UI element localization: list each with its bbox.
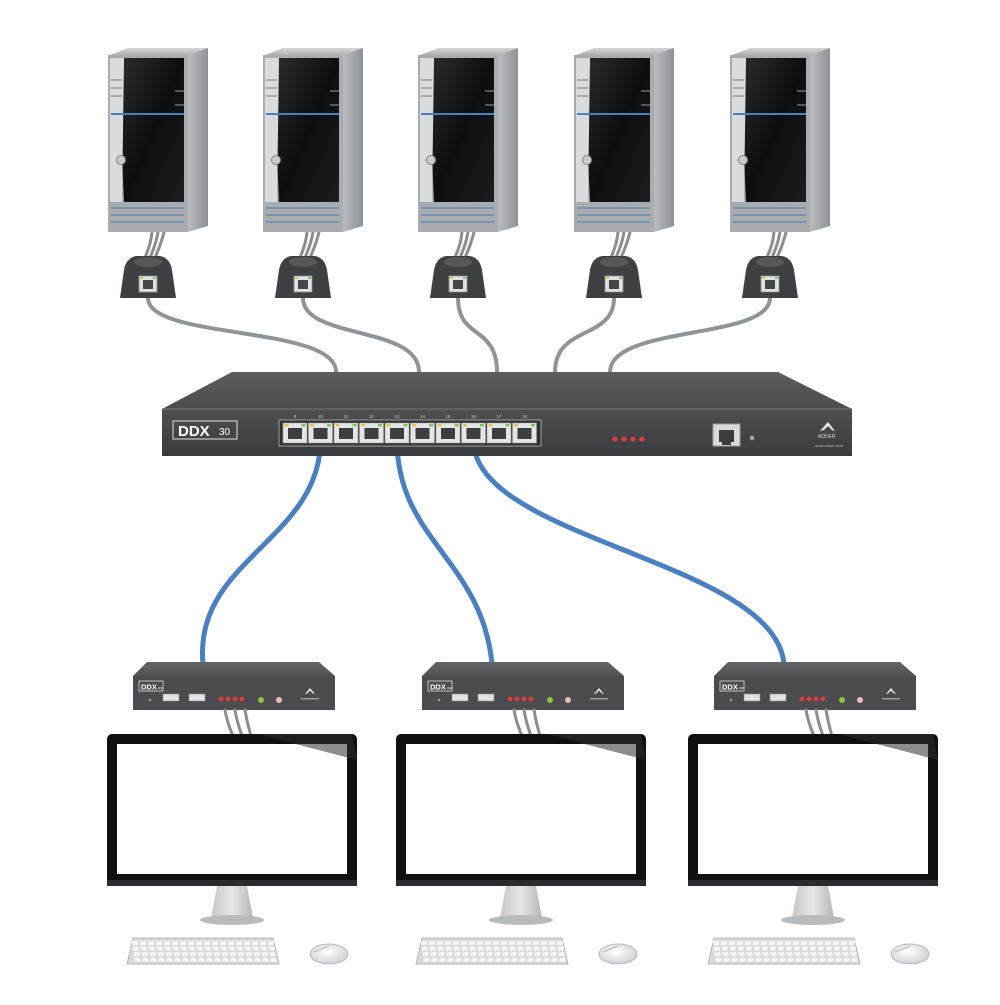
switch-port-label: 11: [344, 414, 349, 419]
switch-port: 13: [384, 414, 410, 444]
switch-port-label: 16: [471, 414, 477, 419]
mouse-icon: [309, 943, 349, 965]
management-port: [712, 423, 741, 447]
desktop-tower-icon: [732, 48, 830, 55]
switch-port: 12: [359, 414, 384, 444]
switch-port-label: 9: [294, 414, 297, 419]
switch-port: 16: [461, 414, 486, 444]
computer-access-module-icon: [586, 256, 642, 298]
switch-port: 14: [410, 414, 435, 444]
matrix-switch: DDX 30 9 10 11 12 13 14 15 16 17 18 ADDER www.add…: [162, 372, 852, 456]
computer-access-modules: [120, 256, 798, 298]
gray-cable: [553, 296, 616, 374]
switch-maker-label: ADDER: [818, 434, 836, 440]
switch-maker-logo: ADDER www.adder.com: [815, 422, 844, 448]
switch-status-leds: [612, 436, 645, 442]
switch-port: 17: [486, 414, 512, 444]
switch-brand-label: DDX: [178, 423, 210, 440]
switch-model-label: 30: [219, 427, 231, 438]
switch-port: 11: [333, 414, 359, 444]
gray-cable: [301, 296, 421, 374]
computer-access-module-icon: [742, 256, 798, 298]
keyboard-icon: [707, 937, 861, 965]
computer-towers: [108, 48, 830, 232]
switch-port-label: 17: [496, 414, 502, 419]
computer-access-module-icon: [430, 256, 486, 298]
computer-access-module-icon: [120, 256, 176, 298]
mouse-icon: [890, 943, 930, 965]
switch-port-label: 18: [522, 414, 528, 419]
switch-port: 10: [308, 414, 333, 444]
monitor-icon: [688, 734, 938, 925]
station-model-label: usr: [739, 685, 745, 690]
computer-5: [730, 48, 830, 232]
switch-port: 18: [512, 414, 537, 444]
desktop-tower-icon: [576, 48, 674, 55]
gray-cable: [456, 296, 499, 374]
switch-port-label: 14: [420, 414, 426, 419]
monitor-icon: [107, 734, 357, 925]
desktop-tower-icon: [265, 48, 363, 55]
power-indicator: [749, 435, 755, 441]
computer-4: [574, 48, 674, 232]
station-model-label: usr: [447, 685, 453, 690]
station-brand-label: DDX: [722, 683, 738, 692]
mouse-icon: [598, 943, 638, 965]
switch-website-label: www.adder.com: [815, 443, 844, 448]
blue-cable: [394, 437, 495, 667]
blue-cables: [200, 437, 787, 667]
computer-3: [418, 48, 518, 232]
desktop-tower-icon: [420, 48, 518, 55]
switch-logo: DDX 30: [172, 420, 238, 440]
computer-access-module-icon: [275, 256, 331, 298]
switch-port-label: 10: [318, 414, 324, 419]
computer-2: [263, 48, 363, 232]
gray-cable: [146, 296, 338, 374]
switch-ports: 9 10 11 12 13 14 15 16 17 18: [282, 414, 537, 444]
switch-port: 9: [282, 414, 308, 444]
switch-port-label: 15: [445, 414, 451, 419]
switch-port-label: 13: [394, 414, 400, 419]
blue-cable: [471, 437, 787, 667]
gray-cables: [141, 230, 788, 374]
switch-top-face: [162, 372, 852, 409]
computer-1: [108, 48, 208, 232]
station-model-label: usr: [158, 685, 164, 690]
desktop-tower-icon: [110, 48, 208, 55]
station-brand-label: DDX: [141, 683, 157, 692]
keyboard-icon: [415, 937, 569, 965]
blue-cable: [200, 437, 323, 667]
station-brand-label: DDX: [430, 683, 446, 692]
switch-port: 15: [435, 414, 461, 444]
monitor-icon: [396, 734, 646, 925]
switch-port-label: 12: [369, 414, 375, 419]
gray-cable: [608, 296, 772, 374]
keyboard-icon: [126, 937, 280, 965]
